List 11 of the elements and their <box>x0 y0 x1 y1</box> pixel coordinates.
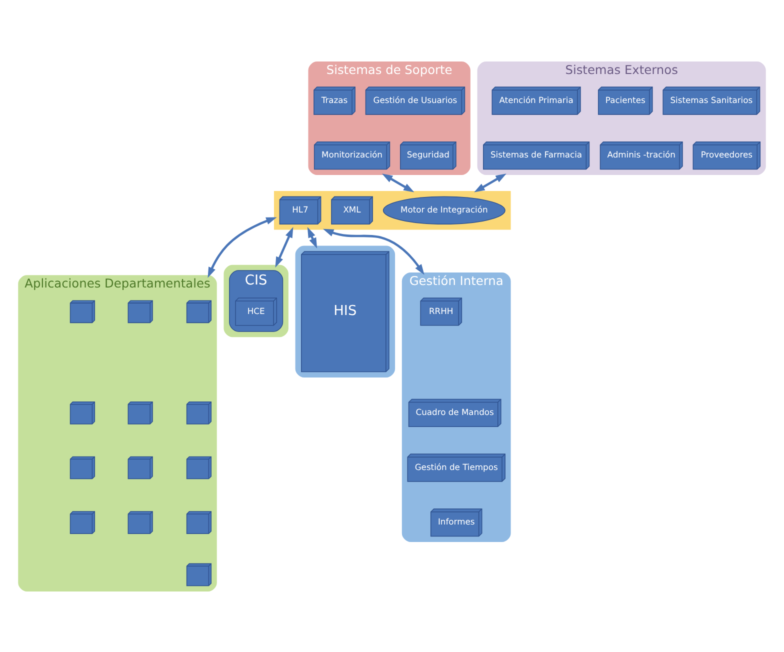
arrow <box>382 173 414 192</box>
node-ellipse: Motor de Integración <box>382 196 506 224</box>
cluster <box>294 244 396 378</box>
cluster <box>222 264 290 338</box>
cluster <box>273 190 512 230</box>
arrow <box>307 226 318 248</box>
arrow <box>208 216 277 278</box>
arrow <box>474 173 506 192</box>
arrow <box>322 228 424 274</box>
arrow <box>275 226 294 268</box>
cluster: Aplicaciones Departamentales <box>17 274 218 592</box>
